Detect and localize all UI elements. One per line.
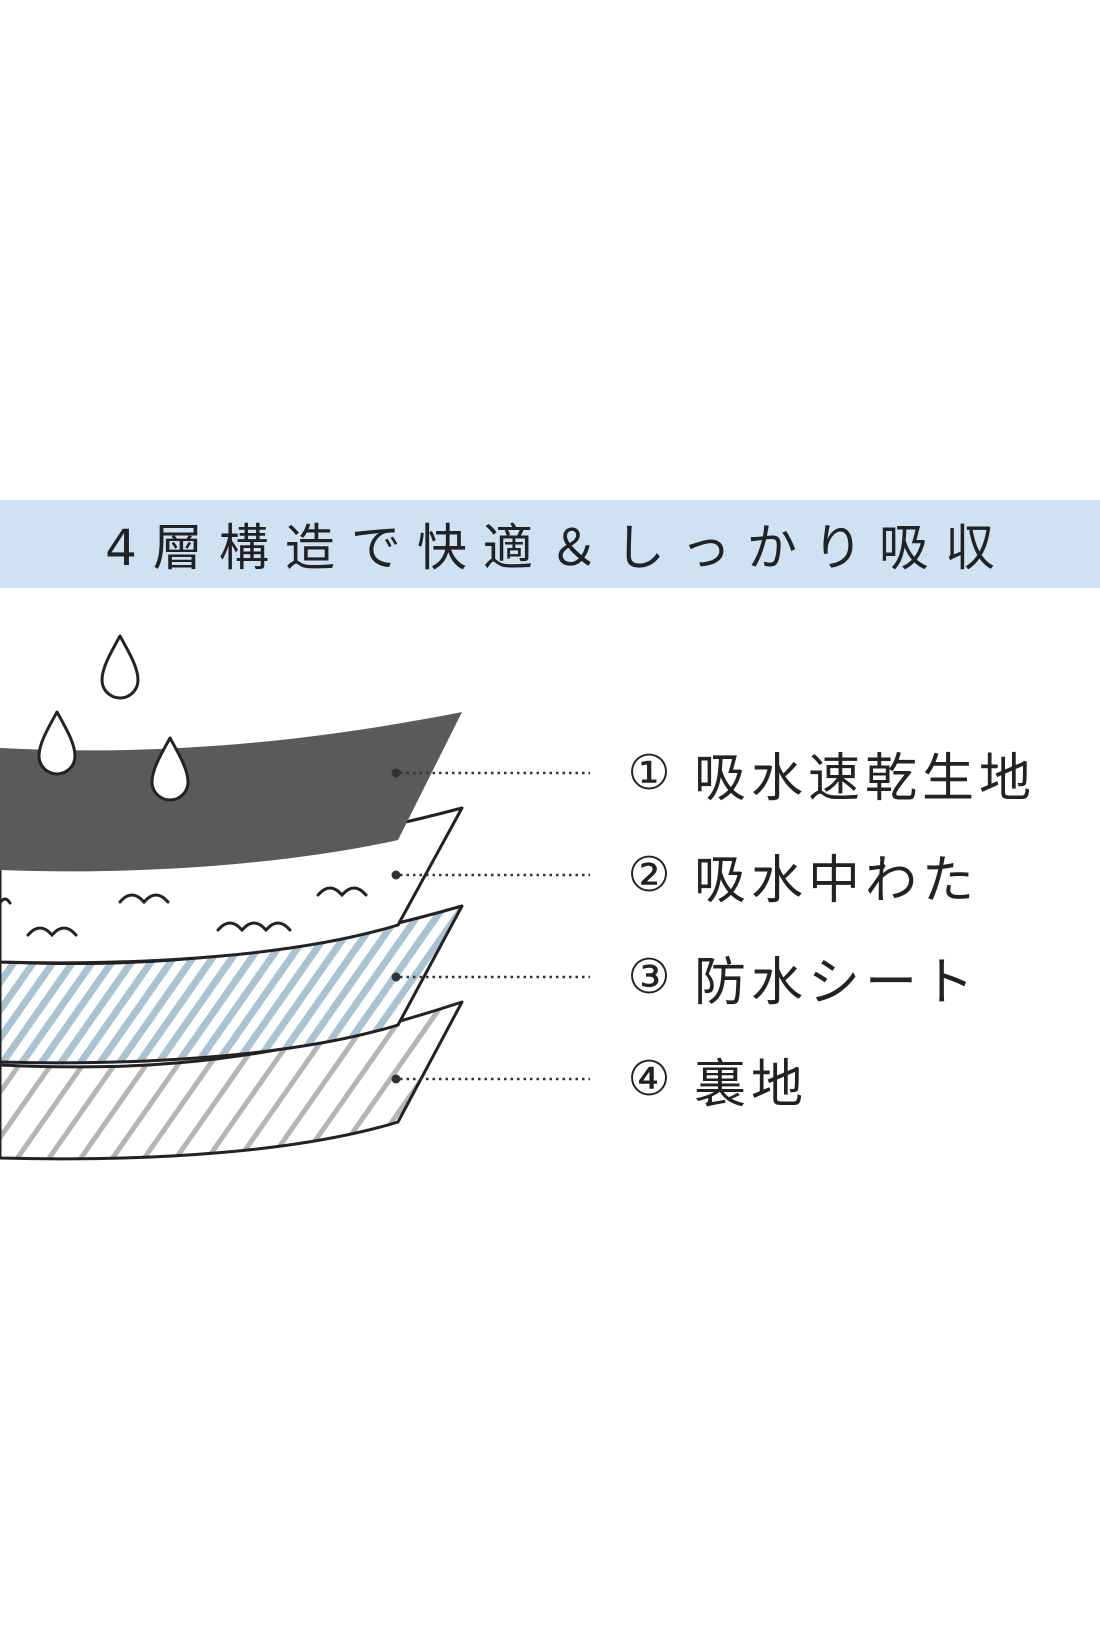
fluff-pattern-icon <box>0 886 368 938</box>
layer-label-2: ② 吸水中わた <box>618 840 980 911</box>
layer-number-3: ③ <box>627 949 671 1005</box>
layer-label-3: ③ 防水シート <box>618 942 980 1013</box>
layer-number-4: ④ <box>627 1051 671 1107</box>
leader-dot-4 <box>391 1074 401 1084</box>
title-band-bg <box>0 500 1100 588</box>
water-drop-icon <box>37 634 190 802</box>
layer-number-1: ① <box>627 745 671 801</box>
title-band: 4層構造で快適＆しっかり吸収 <box>0 500 1100 588</box>
layer-name-2: 吸水中わた <box>694 850 980 911</box>
layer-4-shape <box>0 1000 464 1161</box>
layer-number-2: ② <box>627 847 671 903</box>
layer-name-4: 裏地 <box>694 1054 809 1115</box>
layer-name-3: 防水シート <box>694 952 980 1013</box>
leader-dot-3 <box>391 972 401 982</box>
layer-1-shape <box>0 712 462 872</box>
page-title: 4層構造で快適＆しっかり吸収 <box>105 519 1011 577</box>
leader-lines <box>391 768 590 1084</box>
leader-dot-1 <box>391 768 401 778</box>
leader-dot-2 <box>391 870 401 880</box>
layer-label-1: ① 吸水速乾生地 <box>618 738 1037 809</box>
layer-label-4: ④ 裏地 <box>618 1044 809 1115</box>
layer-name-1: 吸水速乾生地 <box>694 748 1037 809</box>
